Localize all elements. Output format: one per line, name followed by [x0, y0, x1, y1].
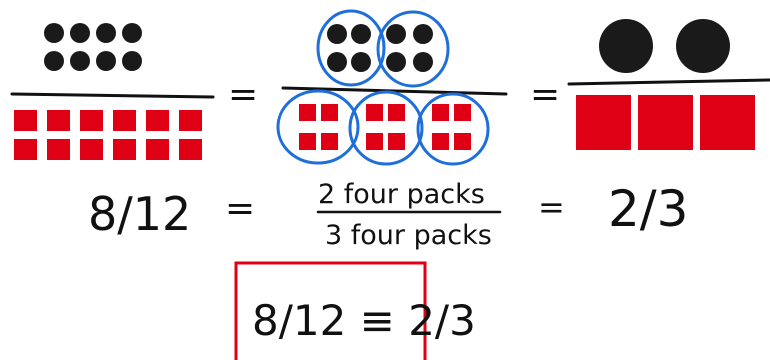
left-denominator-square — [113, 110, 136, 131]
fraction-8-12: 8/12 — [88, 187, 191, 241]
left-numerator-dot — [96, 23, 116, 43]
middle-fraction-bar — [281, 86, 508, 96]
equals-sign-1: = — [228, 74, 258, 115]
left-numerator-dot — [122, 51, 142, 71]
numerator-group-circle-1 — [316, 9, 386, 87]
left-denominator-square — [47, 139, 70, 160]
left-denominator-square — [146, 139, 169, 160]
middle-denominator-squares — [299, 104, 471, 150]
middle-numerator-dot — [386, 52, 406, 72]
denominator-group-circle-2 — [348, 90, 424, 166]
result-box: 8/12 ≡ 2/3 — [234, 261, 476, 360]
result-box-border — [234, 261, 427, 360]
middle-denominator-square — [321, 133, 338, 150]
middle-numerator-dot — [327, 24, 347, 44]
middle-denominator-square — [299, 133, 316, 150]
left-denominator-squares — [14, 110, 202, 160]
numerator-group-circle-2 — [376, 10, 450, 88]
left-numerator-dot — [96, 51, 116, 71]
left-numerator-dot — [70, 51, 90, 71]
left-denominator-square — [14, 139, 37, 160]
right-fraction-model — [567, 19, 770, 150]
right-numerator-dot — [599, 19, 653, 73]
left-fraction-model — [10, 23, 215, 160]
middle-denominator-square — [432, 104, 449, 121]
left-numerator-dot — [44, 23, 64, 43]
middle-denominator-square — [454, 104, 471, 121]
right-numerator-dot — [676, 19, 730, 73]
left-denominator-square — [179, 110, 202, 131]
middle-denominator-square — [366, 133, 383, 150]
left-denominator-square — [179, 139, 202, 160]
left-denominator-square — [47, 110, 70, 131]
denominator-group-circle-3 — [416, 92, 490, 166]
fraction-2-3: 2/3 — [608, 180, 688, 238]
middle-denominator-square — [366, 104, 383, 121]
fraction-denominator-3-four-packs: 3 four packs — [325, 220, 492, 251]
left-fraction-bar — [10, 92, 215, 99]
middle-numerator-dot — [351, 52, 371, 72]
result-expression: 8/12 ≡ 2/3 — [252, 296, 476, 345]
middle-denominator-square — [454, 133, 471, 150]
middle-numerator-dot — [386, 24, 406, 44]
right-denominator-square — [700, 95, 755, 150]
left-numerator-dot — [70, 23, 90, 43]
equals-sign-3: = — [225, 188, 255, 229]
left-denominator-square — [14, 110, 37, 131]
middle-denominator-square — [299, 104, 316, 121]
middle-numerator-dot — [413, 24, 433, 44]
right-denominator-square — [576, 95, 631, 150]
left-denominator-square — [80, 139, 103, 160]
denominator-group-circle-1 — [276, 89, 360, 165]
left-denominator-square — [80, 110, 103, 131]
left-denominator-square — [146, 110, 169, 131]
middle-denominator-square — [432, 133, 449, 150]
left-numerator-dot — [44, 51, 64, 71]
right-fraction-bar — [567, 78, 770, 86]
fraction-numerator-2-four-packs: 2 four packs — [318, 179, 485, 210]
middle-numerator-dots — [327, 24, 433, 72]
middle-denominator-square — [321, 104, 338, 121]
middle-denominator-square — [388, 104, 405, 121]
middle-numerator-dot — [413, 52, 433, 72]
middle-numerator-dot — [327, 52, 347, 72]
middle-denominator-square — [388, 133, 405, 150]
left-numerator-dot — [122, 23, 142, 43]
equals-sign-2: = — [530, 74, 560, 115]
left-numerator-dots — [44, 23, 142, 71]
right-denominator-square — [638, 95, 693, 150]
middle-numerator-dot — [351, 24, 371, 44]
equals-sign-4: = — [538, 188, 565, 226]
middle-fraction-model — [276, 9, 508, 166]
left-denominator-square — [113, 139, 136, 160]
